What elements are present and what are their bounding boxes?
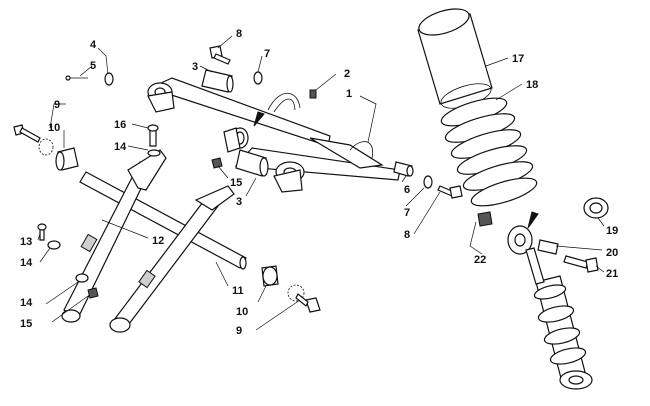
callout-6: 6 — [404, 184, 410, 196]
callout-4: 4 — [90, 39, 97, 51]
callout-13: 13 — [20, 236, 32, 248]
callout-3-upper: 3 — [192, 61, 198, 73]
callout-11: 11 — [232, 285, 244, 297]
lower-arm-assembly — [13, 124, 321, 333]
callout-18: 18 — [526, 79, 538, 91]
callout-15-center: 15 — [230, 177, 242, 189]
callout-10-right: 10 — [236, 306, 248, 318]
callout-8-lower: 8 — [404, 229, 410, 241]
callout-8-upper: 8 — [236, 28, 242, 40]
callout-19: 19 — [606, 225, 618, 237]
callout-7-lower: 7 — [404, 207, 410, 219]
callout-9-right: 9 — [236, 325, 242, 337]
a-arm-assembly — [65, 45, 463, 199]
callout-9-left: 9 — [54, 99, 60, 111]
callout-14-lower: 14 — [20, 297, 33, 309]
callout-2: 2 — [344, 68, 350, 80]
callout-labels: 1 2 3 3 4 5 6 7 7 8 8 9 9 10 10 11 12 13… — [20, 28, 618, 337]
callout-17: 17 — [512, 53, 524, 65]
callout-10-left: 10 — [48, 122, 60, 134]
callout-15-lower: 15 — [20, 318, 32, 330]
callout-5: 5 — [90, 60, 96, 72]
shock-absorber-assembly — [417, 8, 609, 390]
callout-16: 16 — [114, 119, 126, 131]
callout-20: 20 — [606, 247, 618, 259]
callout-7-upper: 7 — [264, 48, 270, 60]
callout-3-lower: 3 — [236, 196, 242, 208]
callout-12: 12 — [152, 235, 164, 247]
callout-14-left: 14 — [20, 257, 33, 269]
leader-lines — [37, 35, 605, 331]
callout-1: 1 — [346, 88, 352, 100]
callout-14-center: 14 — [114, 141, 127, 153]
callout-21: 21 — [606, 268, 618, 280]
callout-22: 22 — [474, 254, 486, 266]
